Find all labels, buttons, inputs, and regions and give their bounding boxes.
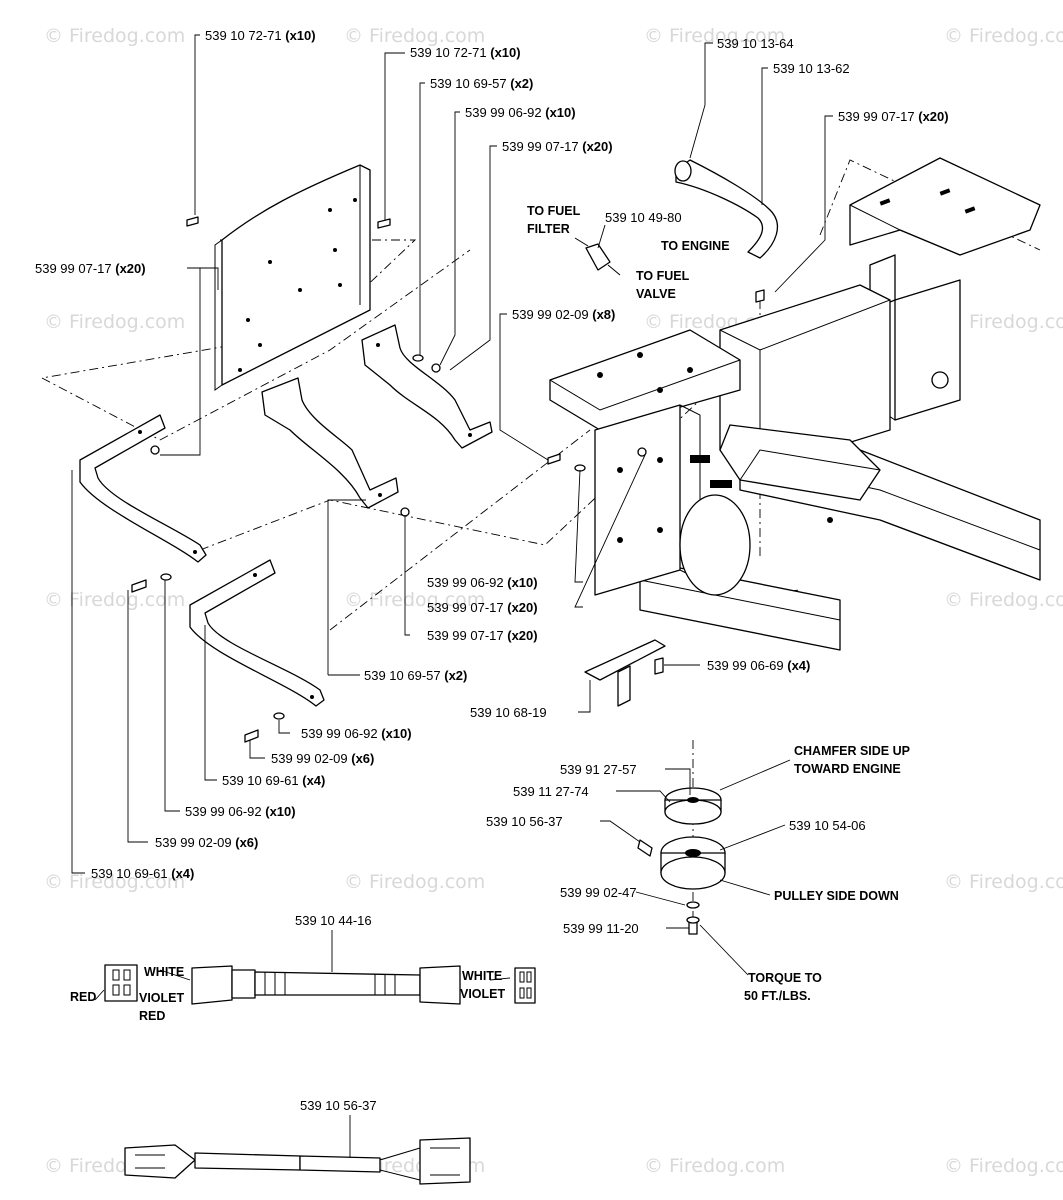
wire-white-right: WHITE bbox=[462, 969, 502, 983]
note-to-fuel-filter: FILTER bbox=[527, 222, 570, 236]
callout-label: 539 10 69-61 (x4) bbox=[91, 866, 194, 881]
wire-white-left: WHITE bbox=[144, 965, 184, 979]
fuel-hose bbox=[674, 159, 779, 259]
callout-label: 539 99 07-17 (x20) bbox=[427, 628, 538, 643]
l-bracket bbox=[584, 639, 666, 707]
watermark: © Firedog.com bbox=[944, 25, 1063, 47]
callout-label: 539 99 06-92 (x10) bbox=[301, 726, 412, 741]
callout-label: 539 10 56-37 bbox=[486, 814, 563, 829]
panel-bolts bbox=[186, 216, 391, 229]
callout-label: 539 10 13-62 bbox=[773, 61, 850, 76]
watermark: © Firedog.com bbox=[344, 25, 485, 47]
watermark: © Firedog.com bbox=[944, 1155, 1063, 1177]
watermark: © Firedog.com bbox=[644, 25, 785, 47]
leader-lines bbox=[71, 34, 833, 1158]
callout-label: 539 10 13-64 bbox=[717, 36, 794, 51]
note-to-fuel-valve: TO FUEL bbox=[636, 269, 690, 283]
callout-label: 539 99 11-20 bbox=[563, 921, 639, 936]
handle-bar-lower bbox=[189, 559, 325, 707]
note-torque: 50 FT./LBS. bbox=[744, 989, 811, 1003]
watermark: © Firedog.com bbox=[44, 25, 185, 47]
watermark: © Firedog.com bbox=[644, 1155, 785, 1177]
callout-label: 539 99 06-92 (x10) bbox=[427, 575, 538, 590]
callout-label: 539 10 44-16 bbox=[295, 913, 372, 928]
watermark: © Firedog.com bbox=[944, 311, 1063, 333]
callout-label: 539 99 07-17 (x20) bbox=[502, 139, 613, 154]
watermark: © Firedog.com bbox=[344, 871, 485, 893]
callout-label: 539 10 68-19 bbox=[470, 705, 547, 720]
watermark: © Firedog.com bbox=[344, 589, 485, 611]
callout-label: 539 10 49-80 bbox=[605, 210, 682, 225]
callout-label: 539 99 06-92 (x10) bbox=[465, 105, 576, 120]
handle-bar-upper bbox=[79, 414, 207, 563]
notes: TO FUEL FILTER TO ENGINE TO FUEL VALVE C… bbox=[527, 204, 910, 1003]
watermark: © Firedog.com bbox=[944, 871, 1063, 893]
callout-label: 539 11 27-74 bbox=[513, 784, 589, 799]
note-torque: TORQUE TO bbox=[748, 971, 822, 985]
callout-label: 539 99 07-17 (x20) bbox=[427, 600, 538, 615]
z-bracket-upper bbox=[361, 324, 493, 449]
callout-label: 539 10 69-57 (x2) bbox=[364, 668, 467, 683]
callout-label: 539 91 27-57 bbox=[560, 762, 637, 777]
callout-label: 539 10 72-71 (x10) bbox=[205, 28, 316, 43]
wire-lead bbox=[124, 1137, 471, 1185]
callout-label: 539 99 02-09 (x8) bbox=[512, 307, 615, 322]
watermark: © Firedog.com bbox=[44, 311, 185, 333]
chassis-frame bbox=[549, 157, 1041, 651]
wire-red-below: RED bbox=[139, 1009, 165, 1023]
note-chamfer: CHAMFER SIDE UP bbox=[794, 744, 910, 758]
callout-label: 539 99 07-17 (x20) bbox=[35, 261, 146, 276]
note-chamfer: TOWARD ENGINE bbox=[794, 762, 901, 776]
callout-label: 539 10 69-57 (x2) bbox=[430, 76, 533, 91]
wire-violet-right: VIOLET bbox=[460, 987, 506, 1001]
note-to-engine: TO ENGINE bbox=[661, 239, 730, 253]
wire-labels: WHITE RED VIOLET RED WHITE VIOLET bbox=[70, 965, 506, 1023]
clutch-assembly bbox=[637, 787, 726, 935]
watermark: © Firedog.com bbox=[944, 589, 1063, 611]
note-pulley-side: PULLEY SIDE DOWN bbox=[774, 889, 899, 903]
note-to-fuel-valve: VALVE bbox=[636, 287, 676, 301]
wire-red-left: RED bbox=[70, 990, 96, 1004]
hardware bbox=[131, 289, 765, 743]
watermark: © Firedog.com bbox=[44, 589, 185, 611]
wire-harness bbox=[104, 964, 536, 1005]
callout-label: 539 10 54-06 bbox=[789, 818, 866, 833]
callout-label: 539 10 69-61 (x4) bbox=[222, 773, 325, 788]
callout-label: 539 10 56-37 bbox=[300, 1098, 377, 1113]
callout-label: 539 99 06-69 (x4) bbox=[707, 658, 810, 673]
callout-label: 539 99 02-47 bbox=[560, 885, 637, 900]
wire-violet-left: VIOLET bbox=[139, 991, 185, 1005]
callout-label: 539 99 06-92 (x10) bbox=[185, 804, 296, 819]
note-to-fuel-filter: TO FUEL bbox=[527, 204, 581, 218]
callouts: 539 10 72-71 (x10) 539 10 72-71 (x10) 53… bbox=[35, 28, 949, 1113]
callout-label: 539 99 02-09 (x6) bbox=[271, 751, 374, 766]
callout-label: 539 99 02-09 (x6) bbox=[155, 835, 258, 850]
side-panel bbox=[214, 164, 371, 391]
watermark: © Firedog.com bbox=[44, 871, 185, 893]
watermarks: © Firedog.com © Firedog.com © Firedog.co… bbox=[44, 25, 1063, 1177]
z-bracket-lower bbox=[261, 377, 399, 509]
callout-label: 539 10 72-71 (x10) bbox=[410, 45, 521, 60]
fuel-filter bbox=[574, 237, 621, 276]
callout-label: 539 99 07-17 (x20) bbox=[838, 109, 949, 124]
